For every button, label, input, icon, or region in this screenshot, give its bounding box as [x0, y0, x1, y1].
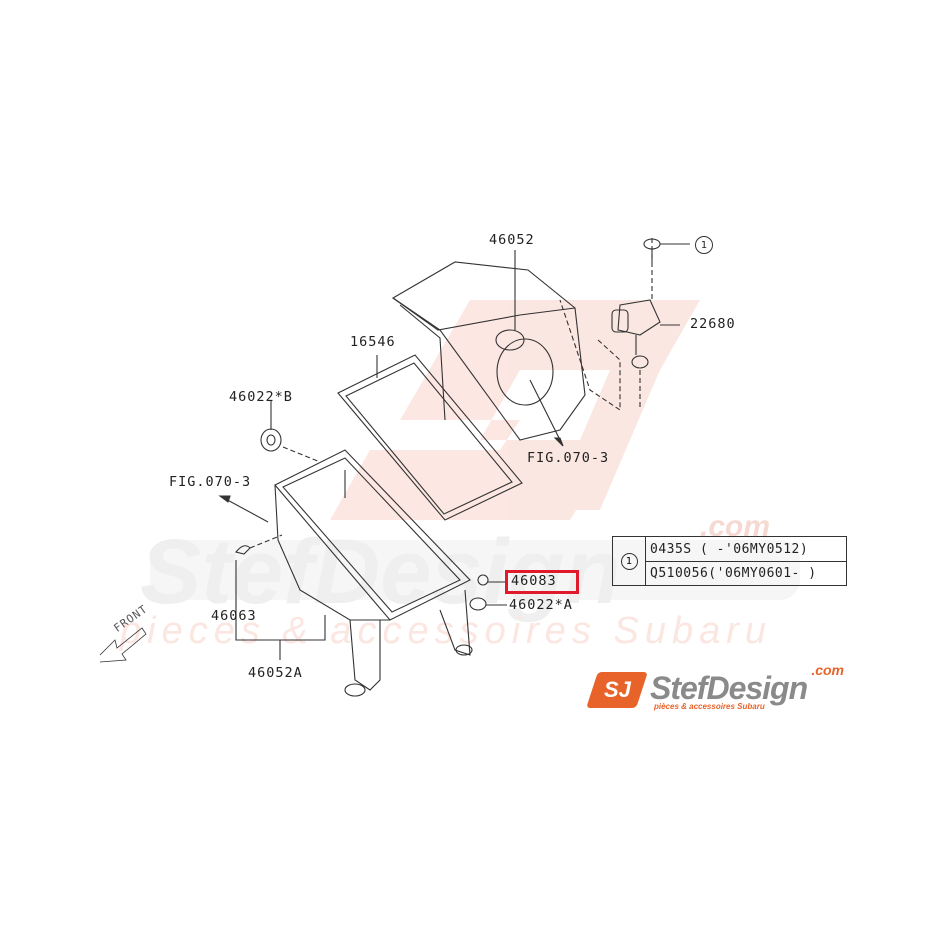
legend-ref-circle: 1 — [620, 552, 638, 570]
legend-row-2: Q510056('06MY0601- ) — [650, 565, 817, 581]
legend-ref-cell: 1 — [613, 537, 646, 585]
front-arrow — [99, 627, 147, 663]
label-fig-070-3-left: FIG.070-3 — [169, 474, 252, 490]
legend-row-1: 0435S ( -'06MY0512) — [646, 537, 846, 562]
label-46083: 46083 — [511, 573, 557, 589]
grommet-b — [260, 400, 321, 463]
bolt — [643, 238, 690, 262]
grommet-a-shape — [469, 597, 487, 611]
label-46022a: 46022*A — [509, 597, 573, 613]
label-46063: 46063 — [211, 608, 257, 624]
stefdesign-logo: SJ StefDesign .com pièces & accessoires … — [586, 662, 844, 714]
filter-16546 — [337, 354, 523, 521]
upper-housing-46052 — [391, 250, 586, 447]
logo-name: StefDesign — [650, 670, 808, 706]
logo-tagline: pièces & accessoires Subaru — [654, 702, 765, 711]
label-22680: 22680 — [690, 316, 736, 332]
sensor-22680 — [559, 238, 680, 412]
label-fig-070-3-right: FIG.070-3 — [527, 450, 610, 466]
highlight-46083 — [505, 570, 579, 594]
label-46052: 46052 — [489, 232, 535, 248]
label-16546: 16546 — [350, 334, 396, 350]
lower-housing-46052A — [274, 449, 473, 697]
label-46052a: 46052A — [248, 665, 303, 681]
logo-com: .com — [811, 662, 844, 678]
watermark-com: .com — [700, 510, 771, 543]
callout-ref-1: 1 — [695, 236, 713, 254]
clip-46063 — [235, 534, 283, 555]
logo-badge: SJ — [586, 672, 648, 708]
logo-badge-text: SJ — [603, 677, 631, 702]
label-46022b: 46022*B — [229, 389, 293, 405]
legend-table: 1 0435S ( -'06MY0512) Q510056('06MY0601-… — [612, 536, 847, 586]
part-46083-shape — [477, 574, 489, 586]
